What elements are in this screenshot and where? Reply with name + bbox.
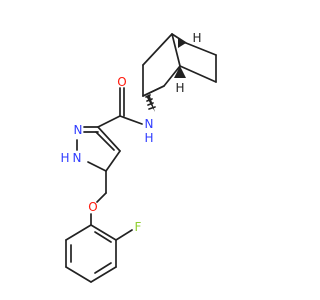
hash-bond-4 [148, 106, 156, 110]
bond-carbonyl-amide [119, 115, 143, 125]
bond-norbornane-bridge-c4 [171, 33, 187, 44]
bond-aryl-c1-c2 [90, 224, 117, 241]
bond-norbornane-c4-c5 [185, 42, 217, 56]
pyrazole-hydrogen-label: H [60, 151, 69, 165]
amide-hydrogen-label: H [144, 131, 153, 145]
bond-pyrazole-c4-c3-b [95, 131, 115, 151]
bond-pyrazole-n1-c5 [87, 161, 107, 172]
hash-bond-3 [147, 102, 154, 106]
amide-nitrogen-label: N [145, 117, 154, 131]
bond-aryl-fluorine [115, 229, 133, 241]
hash-bond-1 [145, 94, 151, 98]
bond-aryl-c4-c5 [65, 266, 92, 283]
ether-oxygen-label: O [88, 200, 97, 214]
stereo-bonds [145, 38, 186, 112]
bond-norbornane-c2-c7 [142, 85, 165, 97]
bond-pyrazole-c5-c4 [105, 150, 121, 172]
bond-methylene-oxygen [96, 192, 107, 203]
bond-norbornane-c3-bridge [171, 33, 181, 67]
bond-aryl-c6-c1 [65, 224, 92, 241]
bond-aryl-c3-c4 [90, 266, 117, 283]
fluorine-label: F [135, 220, 142, 234]
wedge-bond-top [178, 38, 186, 48]
pyrazole-nitrogen-1-label: N [73, 151, 82, 165]
bond-c3-carbonyl [97, 115, 121, 128]
hash-bond-2 [146, 98, 153, 102]
stereo-hydrogen-bottom-label: H [175, 81, 184, 95]
bond-norbornane-c8-bridge [142, 33, 173, 66]
bond-pyrazole-c4-c3-a [97, 126, 121, 152]
bond-aryl-inner-2 [94, 262, 112, 274]
pyrazole-nitrogen-2-label: N [74, 123, 83, 137]
chemical-structure-diagram: O N H N H N O F H H [60, 31, 217, 283]
bond-aryl-inner-1 [94, 231, 112, 243]
carbonyl-oxygen-label: O [117, 75, 126, 89]
bond-group [65, 33, 217, 283]
wedge-bond-bottom [174, 66, 186, 78]
bond-norbornane-c6-c7 [179, 65, 217, 83]
atom-labels: O N H N H N O F H H [60, 31, 201, 234]
stereo-hydrogen-top-label: H [192, 31, 201, 45]
bond-norbornane-c2-c3 [163, 65, 181, 87]
